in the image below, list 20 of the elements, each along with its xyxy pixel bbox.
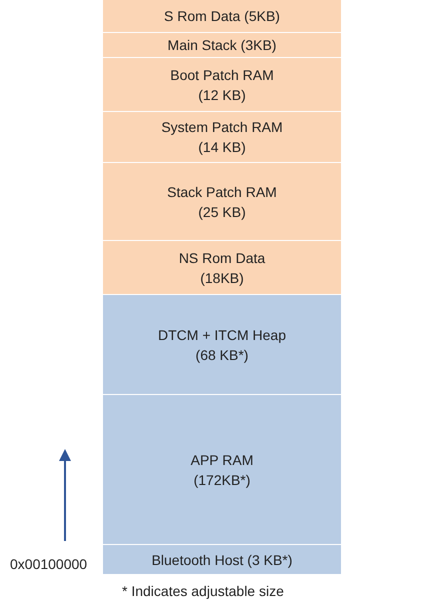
region-label: DTCM + ITCM Heap (68 KB*) — [157, 326, 287, 364]
memory-region — [103, 395, 341, 545]
memory-region — [103, 163, 341, 241]
region-label: Stack Patch RAM (25 KB) — [166, 182, 278, 222]
footnote: * Indicates adjustable size — [122, 583, 284, 599]
memory-region — [103, 545, 341, 575]
memory-region — [103, 33, 341, 58]
region-label: Bluetooth Host (3 KB*) — [152, 550, 292, 570]
region-label: Boot Patch RAM (12 KB) — [169, 66, 275, 104]
region-label: NS Rom Data (18KB) — [178, 248, 266, 288]
memory-region — [103, 0, 341, 33]
memory-region — [103, 241, 341, 295]
region-label: Main Stack (3KB) — [168, 36, 276, 55]
region-label: S Rom Data (5KB) — [164, 7, 280, 26]
memory-region — [103, 112, 341, 163]
region-label: APP RAM (172KB*) — [190, 450, 254, 490]
address-label: 0x00100000 — [10, 556, 88, 572]
memory-region — [103, 58, 341, 112]
region-label: System Patch RAM (14 KB) — [160, 118, 284, 157]
memory-region — [103, 295, 341, 395]
